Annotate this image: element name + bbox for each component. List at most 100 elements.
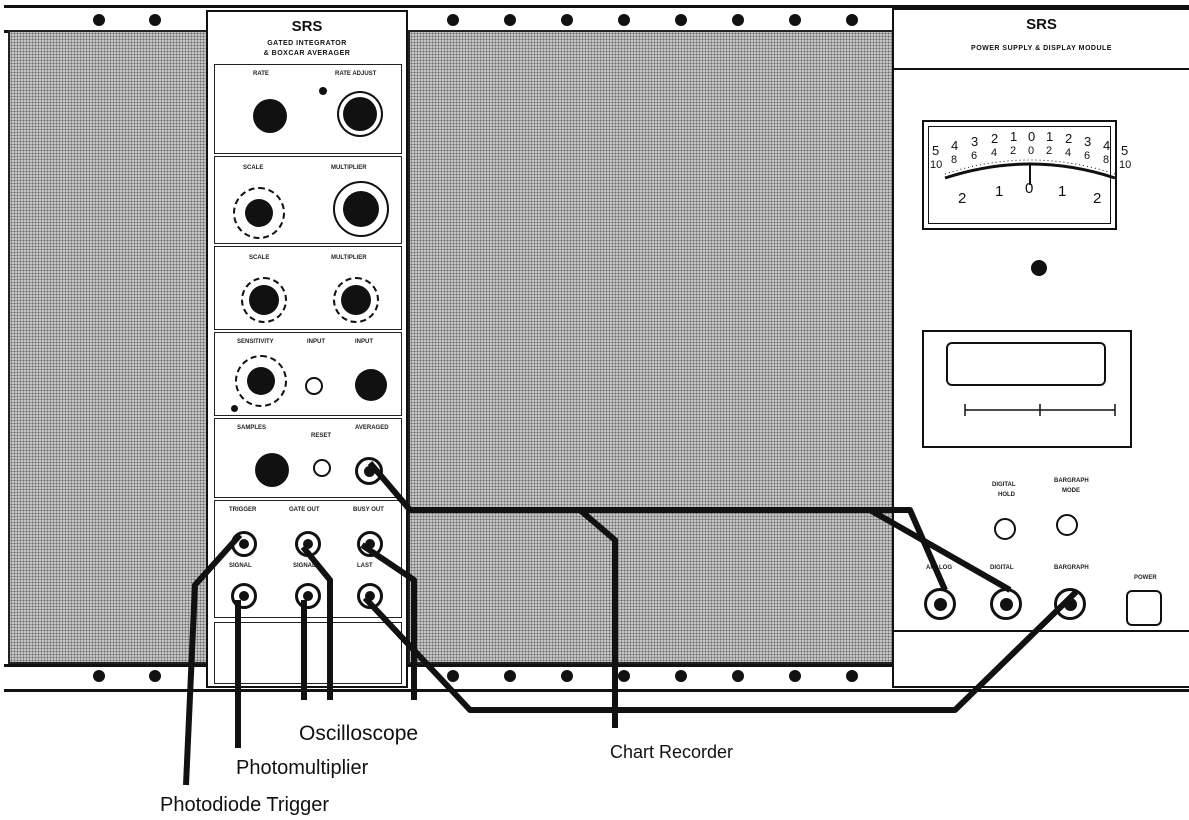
bargraph-meter-bnc[interactable]: [1054, 588, 1086, 620]
bargraph-mode-switch[interactable]: [1056, 514, 1078, 536]
rate-adjust-label: RATE ADJUST: [335, 71, 377, 77]
analog-meter-bnc[interactable]: [924, 588, 956, 620]
input-offset-label: INPUT: [355, 339, 373, 345]
meter-top-tick-label: 3: [971, 134, 978, 149]
meter-top-tick-label: 5: [1121, 143, 1128, 158]
power-module-title: POWER SUPPLY & DISPLAY MODULE: [971, 45, 1112, 52]
reset-label: RESET: [311, 433, 332, 439]
reset-button[interactable]: [313, 459, 331, 477]
rail-screw: [789, 670, 801, 682]
meter-mid-tick-label: 8: [951, 154, 957, 166]
meter-mid-tick-label: 4: [991, 147, 997, 159]
signal-output-bnc[interactable]: [295, 583, 321, 609]
delay-scale-knob[interactable]: [245, 199, 273, 227]
input-offset-knob[interactable]: [355, 369, 387, 401]
bargraph-meter-input-label: BARGRAPH: [1054, 565, 1089, 571]
meter-top-tick-label: 4: [951, 138, 958, 153]
digital-display: [922, 330, 1132, 448]
meter-scale-bottom-labels: 2 1 0 1 2: [958, 180, 1101, 207]
meter-top-tick-label: 3: [1084, 134, 1091, 149]
last-sample-cable: [362, 589, 1079, 713]
rail-screw: [846, 670, 858, 682]
rail-screw: [618, 670, 630, 682]
trigger-input-bnc[interactable]: [231, 531, 257, 557]
meter-scale-mid-labels: 10 8 6 4 2 0 2 4 6 8 10: [930, 145, 1131, 171]
width-scale-knob[interactable]: [249, 285, 279, 315]
sensitivity-dial: [235, 355, 287, 407]
meter-mid-tick-label: 0: [1028, 145, 1034, 157]
rail-screw: [149, 14, 161, 26]
meter-mid-tick-label: 2: [1010, 145, 1016, 157]
meter-scale-top-labels: 5 4 3 2 1 0 1 2 3 4 5: [932, 129, 1128, 158]
power-module-brand: SRS: [1026, 16, 1057, 33]
delay-scale-label: SCALE: [243, 165, 264, 171]
rail-screw: [447, 670, 459, 682]
last-sample-label: LAST: [357, 563, 373, 569]
averaged-output-label: AVERAGED: [355, 425, 389, 431]
rate-label: RATE: [253, 71, 269, 77]
analog-meter-input-label: ANALOG: [926, 565, 952, 571]
width-multiplier-label: MULTIPLIER: [331, 255, 367, 261]
blank-mesh-panel-center: [408, 30, 896, 664]
rail-screw: [789, 14, 801, 26]
rate-adjust-knob[interactable]: [343, 97, 377, 131]
meter-mid-tick-label: 4: [1065, 147, 1071, 159]
rail-screw: [675, 14, 687, 26]
delay-scale-dial: [233, 187, 285, 239]
meter-mid-tick-label: 10: [1119, 159, 1131, 171]
delay-multiplier-label: MULTIPLIER: [331, 165, 367, 171]
overload-led: [231, 405, 238, 412]
power-module-title-divider: [894, 68, 1189, 70]
meter-mid-tick-label: 10: [930, 159, 942, 171]
rail-screw: [504, 670, 516, 682]
sensitivity-knob[interactable]: [247, 367, 275, 395]
meter-top-tick-label: 5: [932, 143, 939, 158]
meter-bottom-tick-label: 2: [1093, 190, 1101, 207]
digital-meter-input-label: DIGITAL: [990, 565, 1014, 571]
delay-section: SCALE MULTIPLIER: [214, 156, 402, 244]
meter-zero-adjust[interactable]: [1031, 260, 1047, 276]
trigger-indicator-led: [319, 87, 327, 95]
averaged-output-bnc[interactable]: [355, 457, 383, 485]
input-filter-label: INPUT: [307, 339, 325, 345]
gate-out-oscilloscope-cable: [300, 545, 333, 700]
meter-bottom-tick-label: 1: [995, 183, 1003, 200]
rate-knob[interactable]: [253, 99, 287, 133]
rail-screw: [93, 14, 105, 26]
samples-knob[interactable]: [255, 453, 289, 487]
analog-meter: [922, 120, 1117, 230]
delay-multiplier-knob[interactable]: [343, 191, 379, 227]
photomultiplier-callout: Photomultiplier: [236, 757, 369, 779]
photodiode-trigger-cable: [183, 532, 243, 786]
digital-hold-button[interactable]: [994, 518, 1016, 540]
width-multiplier-dial: [333, 277, 379, 323]
width-multiplier-knob[interactable]: [341, 285, 371, 315]
rail-screw: [732, 14, 744, 26]
meter-scale-arc: [944, 162, 1116, 180]
width-scale-label: SCALE: [249, 255, 270, 261]
rail-screw: [732, 670, 744, 682]
meter-bottom-tick-label: 0: [1025, 180, 1033, 197]
oscilloscope-callout: Oscilloscope: [299, 722, 419, 745]
trigger-section: RATE RATE ADJUST: [214, 64, 402, 154]
boxcar-brand: SRS: [291, 18, 323, 35]
meter-mid-tick-label: 6: [971, 150, 977, 162]
power-label: POWER: [1134, 575, 1157, 581]
meter-top-tick-label: 0: [1028, 129, 1035, 144]
meter-top-tick-label: 1: [1046, 129, 1053, 144]
meter-top-tick-label: 2: [1065, 131, 1072, 146]
chart-recorder-cable: [578, 507, 618, 728]
signal-section: SENSITIVITY INPUT INPUT: [214, 332, 402, 416]
bargraph-mode-label: BARGRAPH: [1054, 478, 1089, 484]
rail-screw: [846, 14, 858, 26]
width-section: SCALE MULTIPLIER: [214, 246, 402, 330]
power-switch[interactable]: [1126, 590, 1162, 626]
input-filter-toggle[interactable]: [305, 377, 323, 395]
width-scale-dial: [241, 277, 287, 323]
signal-input-label: SIGNAL: [229, 563, 252, 569]
trigger-input-label: TRIGGER: [229, 507, 257, 513]
boxcar-title-line2: & BOXCAR AVERAGER: [263, 50, 351, 57]
rail-screw: [561, 670, 573, 682]
digital-hold-label: DIGITAL: [992, 482, 1016, 488]
rail-screw: [447, 14, 459, 26]
